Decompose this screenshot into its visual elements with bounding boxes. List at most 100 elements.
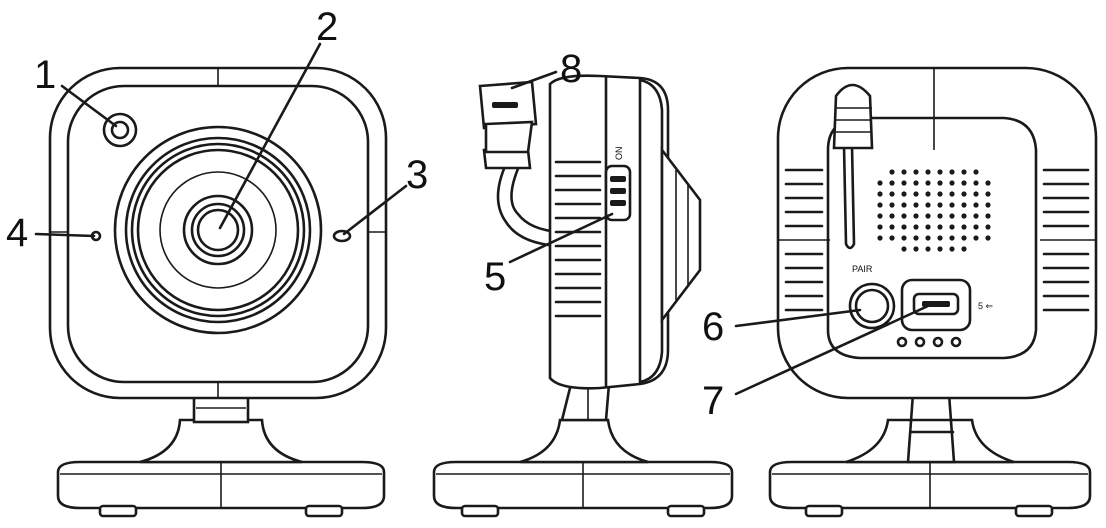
- speaker-hole: [901, 224, 907, 230]
- callout-7: 7: [702, 379, 724, 423]
- leader-8: [510, 70, 558, 90]
- front-base: [56, 394, 386, 518]
- speaker-hole: [901, 246, 907, 252]
- light-sensor: [102, 112, 138, 148]
- speaker-hole: [937, 180, 943, 186]
- power-symbol-label: 5 ⇐: [978, 301, 994, 311]
- speaker-hole: [877, 235, 883, 241]
- side-base: [432, 370, 734, 518]
- pair-label: PAIR: [852, 264, 873, 274]
- speaker-hole: [901, 180, 907, 186]
- speaker-hole: [925, 191, 931, 197]
- speaker-hole: [985, 202, 991, 208]
- power-port: 5 ⇐: [900, 278, 994, 332]
- side-camera-body: ON: [548, 74, 702, 390]
- speaker-hole: [973, 202, 979, 208]
- leader-lines: [34, 42, 930, 396]
- callout-1: 1: [34, 53, 56, 97]
- speaker-hole: [913, 224, 919, 230]
- speaker-hole: [973, 213, 979, 219]
- leader-7: [734, 304, 930, 396]
- speaker-hole: [901, 213, 907, 219]
- speaker-hole: [973, 180, 979, 186]
- speaker-hole: [877, 180, 883, 186]
- speaker-hole: [901, 169, 907, 175]
- speaker-hole: [949, 191, 955, 197]
- camera-lens: [113, 125, 323, 335]
- speaker-hole: [877, 213, 883, 219]
- callout-5: 5: [484, 255, 506, 299]
- speaker-hole: [937, 169, 943, 175]
- speaker-hole: [973, 224, 979, 230]
- back-left-vents: [784, 168, 824, 312]
- speaker-hole: [985, 191, 991, 197]
- callout-4: 4: [6, 211, 28, 255]
- speaker-hole: [985, 180, 991, 186]
- speaker-hole: [913, 213, 919, 219]
- front-view: [48, 66, 388, 518]
- speaker-hole: [877, 191, 883, 197]
- speaker-hole: [949, 169, 955, 175]
- speaker-hole: [877, 202, 883, 208]
- back-view: PAIR 5 ⇐: [768, 66, 1098, 518]
- speaker-hole: [937, 235, 943, 241]
- speaker-hole: [913, 180, 919, 186]
- callout-3: 3: [406, 153, 428, 197]
- speaker-hole: [949, 246, 955, 252]
- leader-1: [60, 84, 118, 128]
- speaker-hole: [961, 191, 967, 197]
- speaker-hole: [925, 202, 931, 208]
- power-cable: [478, 80, 562, 248]
- speaker-hole: [925, 235, 931, 241]
- speaker-hole: [901, 191, 907, 197]
- speaker-hole: [925, 246, 931, 252]
- speaker-hole: [925, 224, 931, 230]
- callout-numbers: 1 2 3 4 5 6 7 8: [6, 5, 724, 423]
- back-camera-body: PAIR 5 ⇐: [776, 66, 1098, 400]
- speaker-hole: [985, 224, 991, 230]
- speaker-hole: [961, 180, 967, 186]
- side-vents: [554, 160, 602, 318]
- speaker-hole: [889, 191, 895, 197]
- switch-on-label: ON: [614, 147, 624, 161]
- speaker-hole: [889, 180, 895, 186]
- antenna: [832, 83, 874, 250]
- callout-8: 8: [560, 47, 582, 91]
- speaker-hole: [985, 235, 991, 241]
- speaker-hole: [925, 169, 931, 175]
- speaker-hole: [925, 180, 931, 186]
- leader-3: [342, 184, 408, 236]
- speaker-hole: [889, 202, 895, 208]
- speaker-hole: [913, 246, 919, 252]
- speaker-hole: [877, 224, 883, 230]
- speaker-hole: [889, 213, 895, 219]
- speaker-hole: [889, 224, 895, 230]
- speaker-hole: [961, 169, 967, 175]
- leader-6: [734, 308, 862, 328]
- speaker-hole: [985, 213, 991, 219]
- side-view: ON: [432, 74, 734, 518]
- speaker-hole: [949, 224, 955, 230]
- speaker-hole: [961, 224, 967, 230]
- speaker-hole: [889, 235, 895, 241]
- leader-4: [34, 232, 96, 238]
- speaker-hole: [973, 191, 979, 197]
- speaker-hole: [949, 213, 955, 219]
- leader-2: [218, 42, 322, 230]
- speaker-hole: [961, 202, 967, 208]
- speaker-hole: [889, 169, 895, 175]
- speaker-hole: [937, 202, 943, 208]
- speaker-hole: [973, 235, 979, 241]
- callout-6: 6: [702, 305, 724, 349]
- bottom-indicator-dots: [896, 336, 962, 348]
- speaker-hole: [925, 213, 931, 219]
- speaker-hole: [949, 235, 955, 241]
- speaker-hole: [937, 213, 943, 219]
- leader-5: [508, 212, 614, 264]
- speaker-hole: [913, 191, 919, 197]
- speaker-hole: [901, 202, 907, 208]
- speaker-hole: [937, 224, 943, 230]
- speaker-hole: [913, 202, 919, 208]
- speaker-hole: [973, 169, 979, 175]
